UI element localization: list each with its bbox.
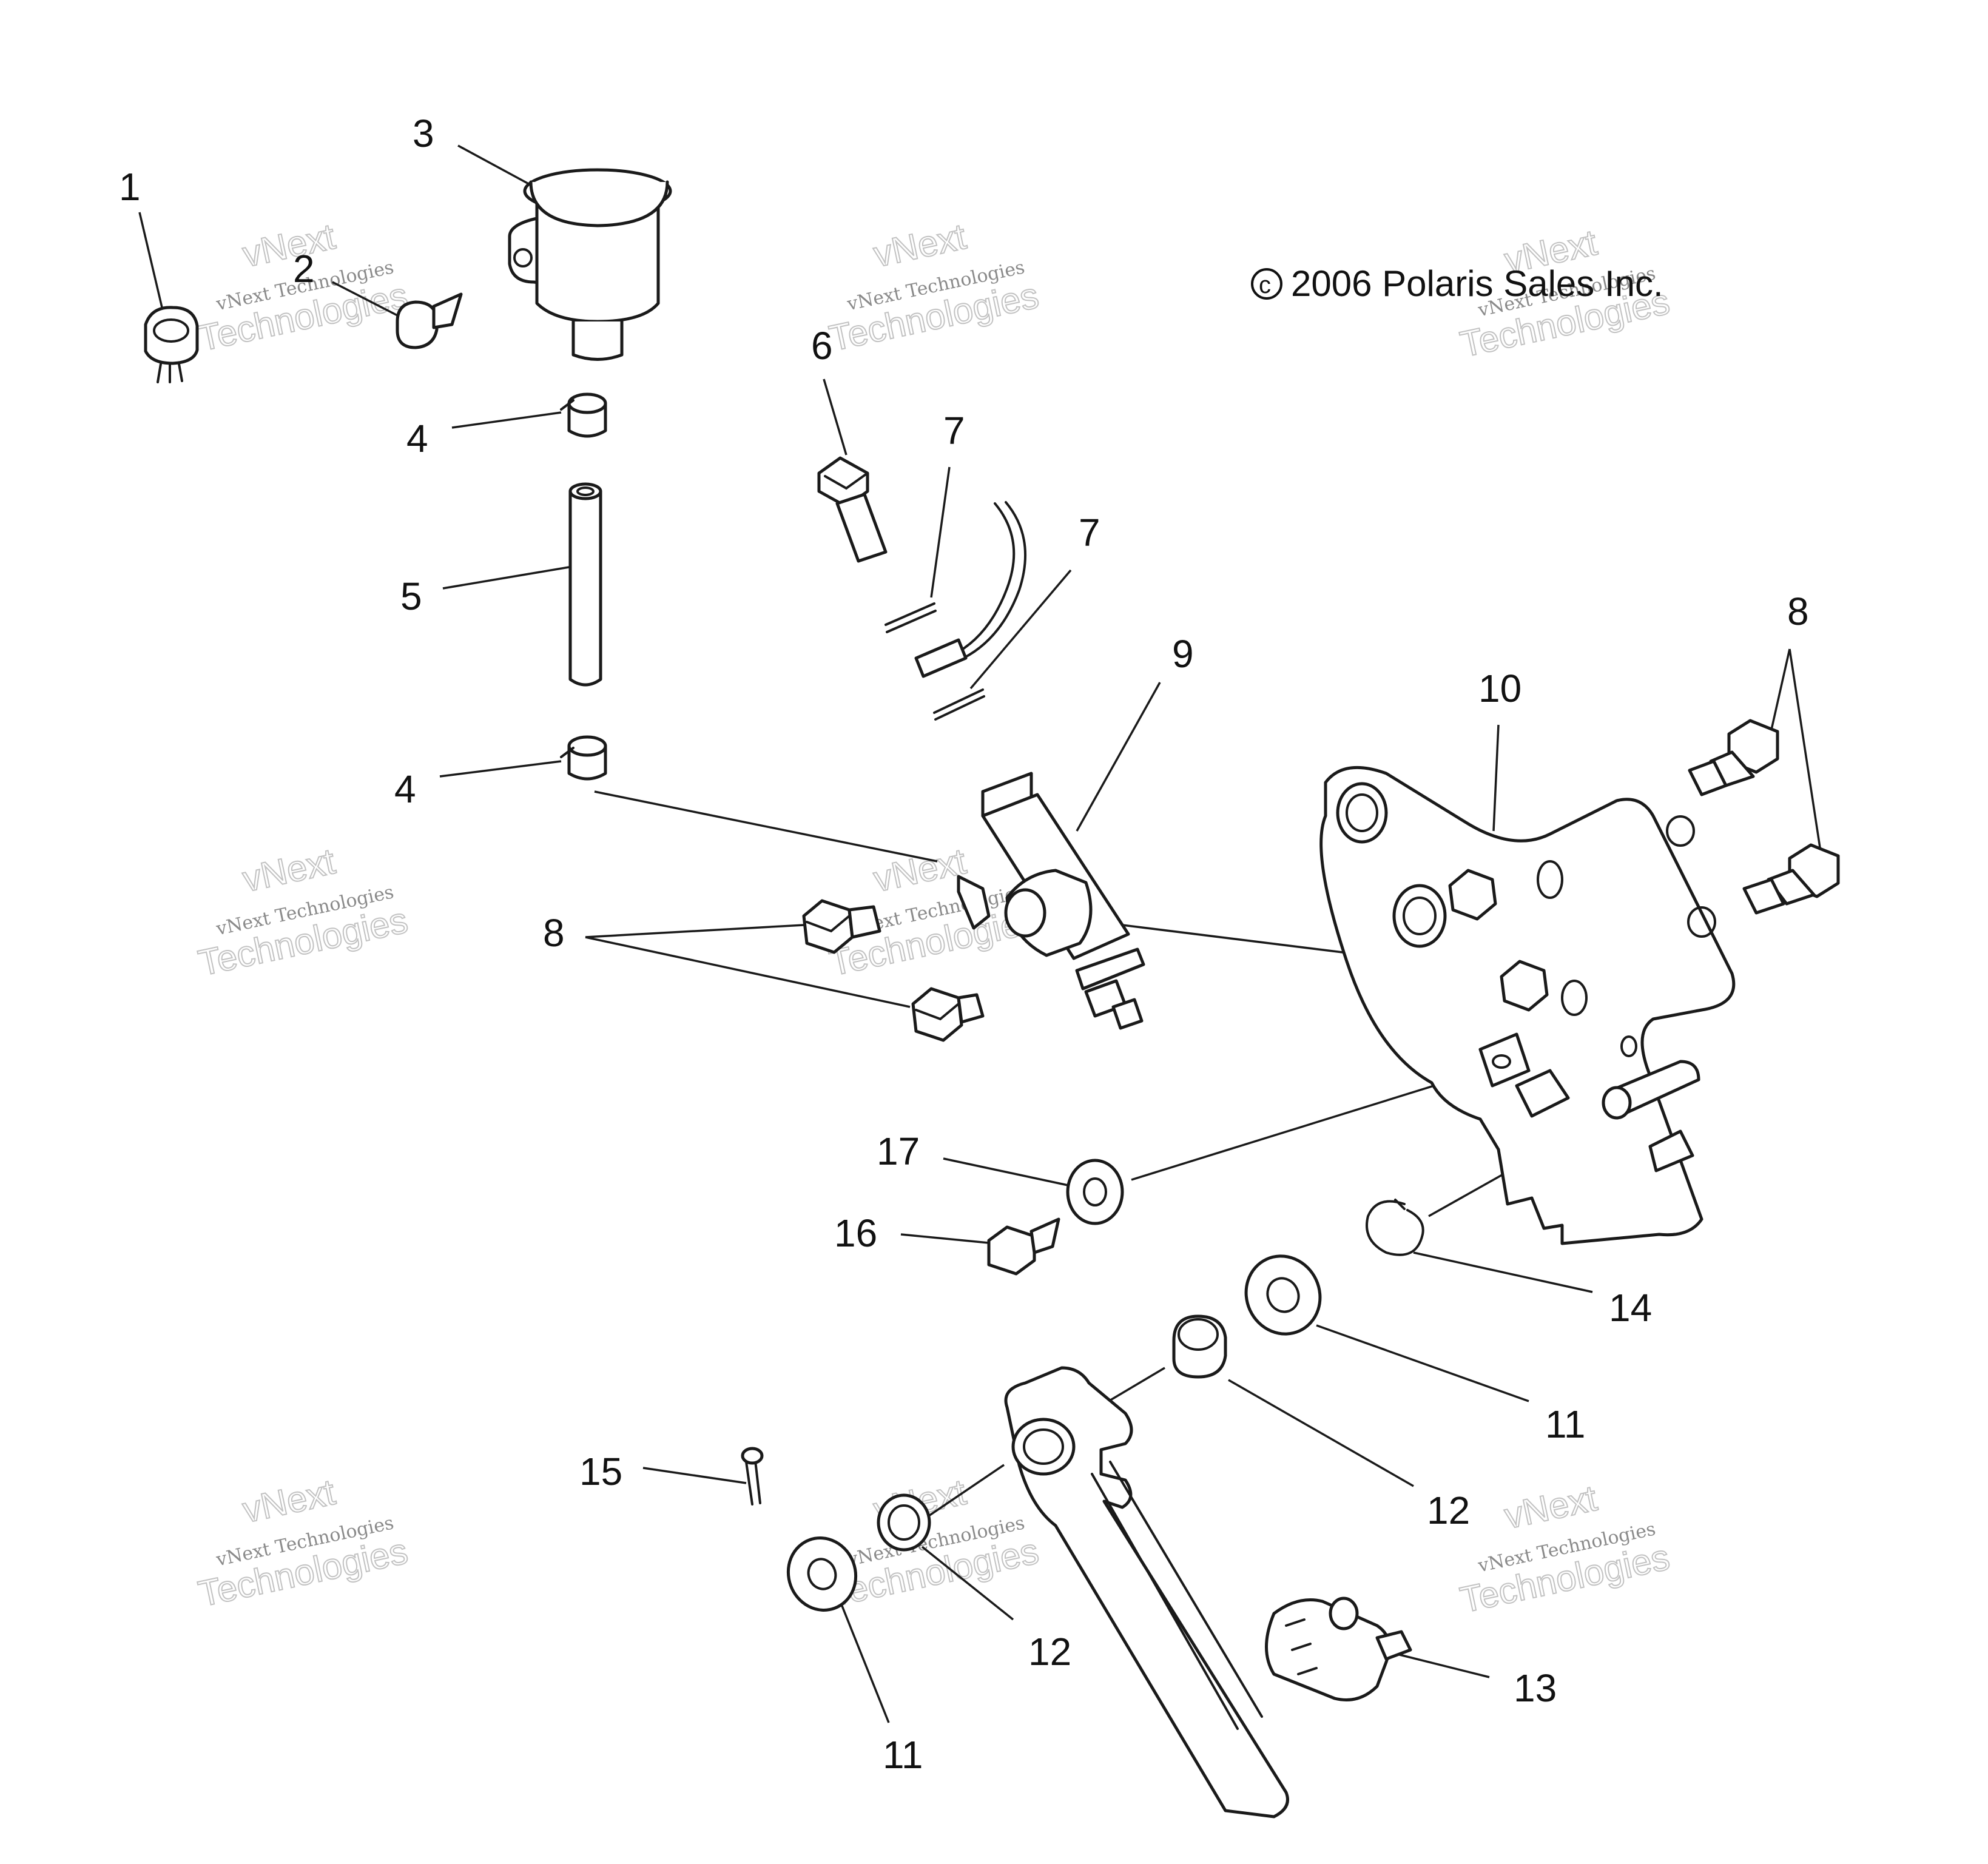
part-15-cotter-pin (741, 1447, 764, 1506)
callout-4a: 4 (406, 417, 428, 460)
part-2-screw (396, 292, 463, 349)
leader-5 (442, 566, 570, 590)
part-10-bracket (1319, 765, 1736, 1245)
leader-15 (642, 1467, 747, 1484)
callout-2: 2 (293, 247, 315, 291)
leader-8r-a (1767, 648, 1791, 744)
callout-9: 9 (1172, 632, 1194, 676)
part-7-brake-line (914, 501, 1026, 721)
callout-6: 6 (811, 324, 833, 368)
leader-17 (943, 1157, 1071, 1187)
leader-8l-a (585, 924, 804, 938)
callout-12a: 12 (1427, 1489, 1470, 1532)
part-8-bolt-left-bottom (911, 987, 985, 1042)
copyright-symbol: c (1259, 272, 1271, 298)
callout-15: 15 (579, 1450, 622, 1493)
watermark-text-large: vNext (239, 216, 339, 275)
callout-16: 16 (834, 1211, 877, 1255)
leader-12b (921, 1546, 1014, 1621)
leader-9 (1076, 682, 1161, 832)
leader-10 (1492, 724, 1500, 832)
callout-8r: 8 (1787, 590, 1809, 633)
watermark-text-large: vNext (239, 841, 339, 900)
leader-6 (823, 379, 847, 456)
watermark: vNext vNext Technologies Technologies (825, 215, 1043, 360)
callout-11a: 11 (1545, 1402, 1585, 1446)
callout-7a: 7 (943, 409, 965, 453)
watermark: vNext vNext Technologies Technologies (194, 840, 412, 984)
callout-10: 10 (1478, 667, 1521, 710)
part-8-bolt-right-bottom (1742, 843, 1840, 915)
leader-7b (969, 569, 1072, 690)
part-9-master-cylinder (957, 772, 1145, 1030)
part-16-screw (987, 1217, 1060, 1276)
callout-12b: 12 (1028, 1630, 1071, 1674)
callout-labels: 1 2 3 4 4 5 6 7 7 8 8 9 10 11 11 12 12 1… (119, 112, 1809, 1777)
part-1-clip (144, 306, 199, 383)
callout-4b: 4 (394, 767, 416, 811)
part-3-reservoir (508, 168, 672, 361)
copyright-notice: c 2006 Polaris Sales Inc. (1251, 263, 1663, 304)
part-17-washer (1066, 1159, 1124, 1225)
watermark-text-large: vNext (239, 1472, 339, 1530)
watermark: vNext vNext Technologies Technologies (194, 1471, 412, 1615)
callout-7b: 7 (1079, 511, 1100, 554)
leader-11b (839, 1601, 890, 1723)
watermark-text-large: vNext (870, 841, 969, 900)
part-13-brake-pedal (1004, 1366, 1412, 1819)
leader-2 (332, 281, 398, 317)
part-8-bolt-left-top (802, 899, 881, 954)
callout-17: 17 (877, 1129, 920, 1173)
callout-8l: 8 (543, 911, 565, 955)
callout-14: 14 (1609, 1286, 1652, 1330)
callout-13: 13 (1514, 1666, 1557, 1710)
leader-14 (1413, 1251, 1593, 1293)
part-12-bushing-lower (877, 1493, 931, 1552)
leader-7a (930, 466, 951, 598)
watermark-text-large: vNext (870, 216, 969, 275)
leader-11a (1316, 1324, 1529, 1402)
part-5-hose (568, 482, 602, 687)
callout-5: 5 (400, 574, 422, 618)
callout-1: 1 (119, 165, 141, 209)
copyright-text: 2006 Polaris Sales Inc. (1291, 263, 1663, 304)
part-12-bushing-upper (1172, 1314, 1227, 1379)
part-4-clamp-bottom (560, 735, 607, 781)
watermark: vNext vNext Technologies Technologies (1456, 1477, 1674, 1621)
leader-12a (1228, 1379, 1414, 1487)
copyright-circle (1251, 268, 1282, 300)
watermark-text-large: vNext (1501, 1478, 1600, 1536)
leader-assembly-a (594, 790, 938, 863)
leader-16 (900, 1233, 996, 1245)
callout-3: 3 (413, 112, 434, 155)
leader-4b (439, 760, 562, 778)
part-11-washer-lower (786, 1536, 858, 1612)
leader-8l-b (585, 936, 911, 1008)
leader-4a (451, 411, 562, 429)
part-14-snap-ring (1366, 1199, 1424, 1256)
leader-13 (1392, 1652, 1490, 1678)
part-8-bolt-right-top (1688, 719, 1779, 796)
part-11-washer-upper (1244, 1254, 1322, 1336)
part-7-wire-a (884, 602, 937, 633)
leader-8r-b (1788, 648, 1824, 868)
part-4-clamp-top (560, 392, 607, 438)
leader-3 (457, 144, 531, 186)
leader-1 (138, 212, 166, 321)
callout-11b: 11 (883, 1733, 923, 1777)
part-6-banjo-bolt (817, 456, 888, 563)
